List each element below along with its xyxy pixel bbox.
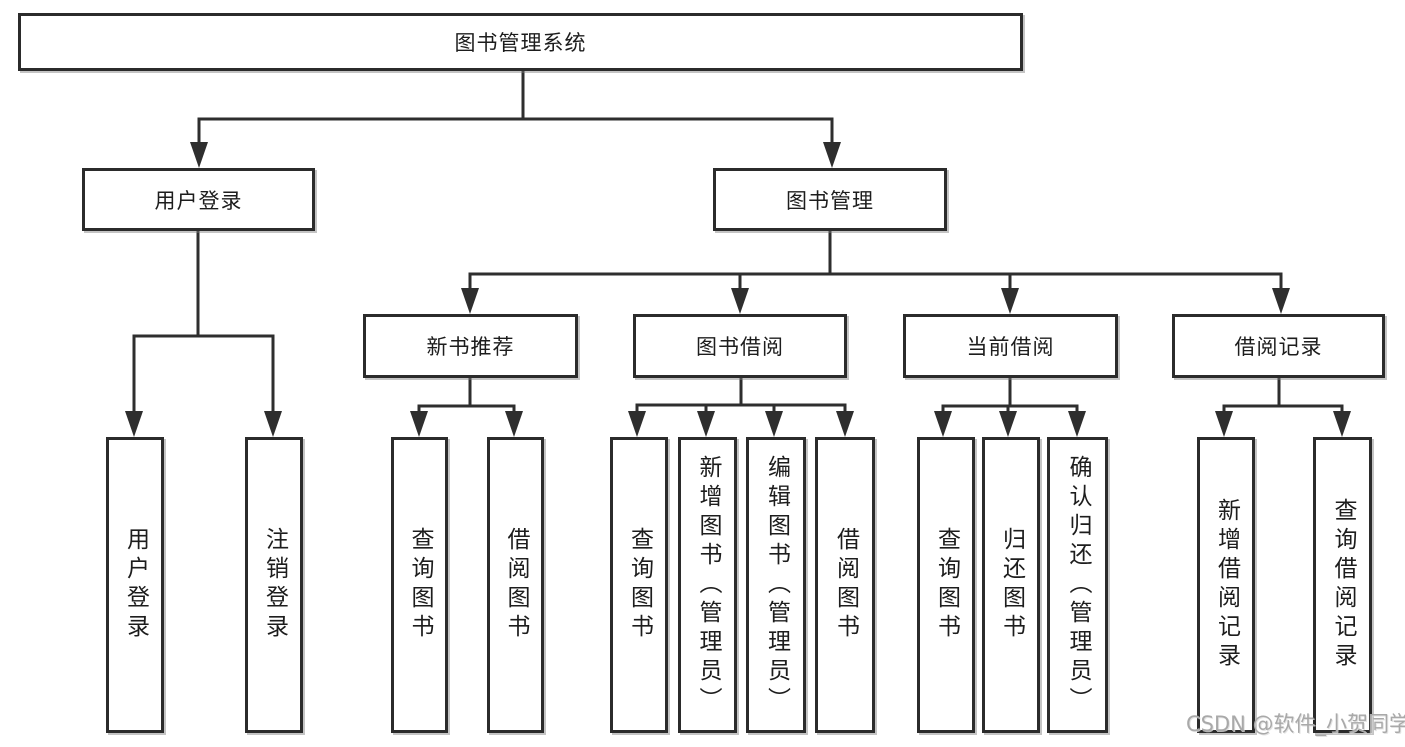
leaf-recommend-query-books-label: 查询图书 [407, 527, 433, 643]
leaf-edit-books-admin-label: 编辑图书（管理员） [763, 454, 790, 716]
leaf-borrow-books-label: 借阅图书 [832, 527, 859, 643]
node-book-management-label: 图书管理 [786, 188, 874, 213]
leaf-add-borrow-record: 新增借阅记录 [1197, 437, 1255, 733]
csdn-watermark: CSDN @软件_小贺同学 [1186, 712, 1405, 736]
node-book-borrow: 图书借阅 [633, 314, 847, 378]
node-root-label: 图书管理系统 [454, 31, 587, 55]
leaf-edit-books-admin: 编辑图书（管理员） [746, 437, 806, 733]
leaf-confirm-return-admin-label: 确认归还（管理员） [1065, 454, 1091, 716]
node-user-login: 用户登录 [82, 168, 315, 231]
leaf-query-borrow-record: 查询借阅记录 [1313, 437, 1372, 733]
leaf-borrow-query-books-label: 查询图书 [626, 527, 653, 643]
leaf-user-login-label: 用户登录 [122, 527, 149, 643]
leaf-recommend-query-books: 查询图书 [391, 437, 448, 733]
node-root: 图书管理系统 [18, 13, 1023, 71]
leaf-current-query-books-label: 查询图书 [933, 527, 960, 643]
leaf-logout-label: 注销登录 [261, 527, 288, 643]
leaf-confirm-return-admin: 确认归还（管理员） [1047, 437, 1108, 733]
leaf-return-books-label: 归还图书 [998, 527, 1025, 643]
node-current-borrow-label: 当前借阅 [966, 335, 1055, 359]
leaf-borrow-query-books: 查询图书 [610, 437, 668, 733]
leaf-return-books: 归还图书 [982, 437, 1040, 733]
node-new-book-recommend-label: 新书推荐 [426, 335, 515, 359]
leaf-current-query-books: 查询图书 [917, 437, 975, 733]
leaf-add-books-admin: 新增图书（管理员） [678, 437, 737, 733]
node-book-borrow-label: 图书借阅 [696, 335, 784, 359]
leaf-add-borrow-record-label: 新增借阅记录 [1213, 498, 1240, 672]
leaf-add-books-admin-label: 新增图书（管理员） [695, 454, 721, 716]
node-new-book-recommend: 新书推荐 [363, 314, 578, 378]
leaf-query-borrow-record-label: 查询借阅记录 [1330, 498, 1356, 672]
leaf-recommend-borrow-books: 借阅图书 [487, 437, 544, 733]
leaf-user-login: 用户登录 [106, 437, 164, 733]
node-book-management: 图书管理 [713, 168, 947, 231]
leaf-logout: 注销登录 [245, 437, 303, 733]
node-user-login-label: 用户登录 [154, 188, 243, 213]
leaf-borrow-books: 借阅图书 [815, 437, 875, 733]
leaf-recommend-borrow-books-label: 借阅图书 [503, 527, 529, 643]
node-borrow-record-label: 借阅记录 [1234, 335, 1323, 359]
node-borrow-record: 借阅记录 [1172, 314, 1385, 378]
node-current-borrow: 当前借阅 [903, 314, 1118, 378]
